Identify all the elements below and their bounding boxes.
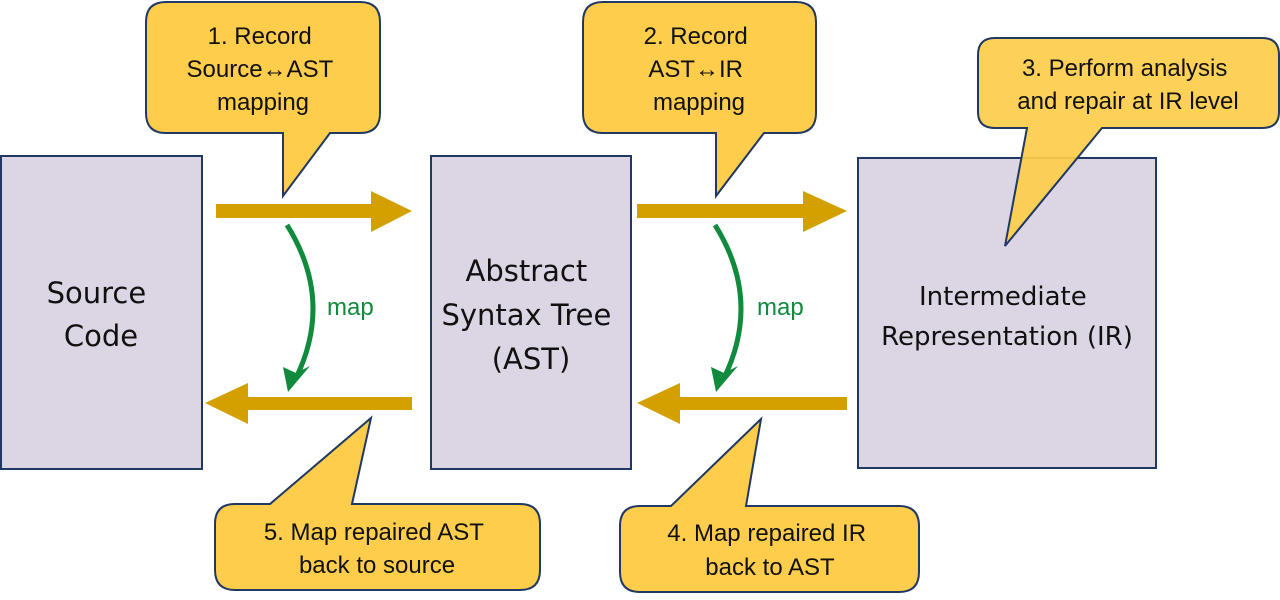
map-label: map [327, 294, 374, 321]
svg-text:2. Record AST↔IR m: 2. Record AST↔IR mapping [644, 23, 755, 116]
callout-line: and repair at IR level [1017, 88, 1238, 115]
callout-step-5: 5. Map repaired AST back to source [214, 415, 541, 591]
callout-line: 5. Map repaired AST [264, 519, 484, 546]
svg-text:3. Perform analysis and: 3. Perform analysis and repair at IR lev… [1017, 55, 1238, 115]
stage-label-line: Source [47, 276, 147, 310]
callout-line: AST↔IR [648, 56, 743, 83]
map-label: map [757, 294, 804, 321]
svg-text:Intermediate Representat: Intermediate Representation (IR) [881, 282, 1133, 352]
stage-label-line: Syntax Tree [441, 298, 611, 332]
stage-label-line: Abstract [466, 254, 588, 288]
stage-label-line: Code [64, 319, 138, 353]
callout-step-4: 4. Map repaired IR back to AST [619, 416, 920, 593]
callout-line: back to source [299, 552, 455, 579]
callout-line: Source↔AST [187, 56, 334, 83]
stage-intermediate-representation: Intermediate Representation (IR) [857, 157, 1157, 469]
forward-arrow-source-to-ast [216, 191, 412, 232]
callout-step-1: 1. Record Source↔AST mapping [145, 1, 381, 200]
svg-text:4. Map repaired IR back: 4. Map repaired IR back to AST [667, 520, 872, 581]
callout-line: mapping [217, 89, 309, 116]
map-arrow-left: map [283, 223, 374, 392]
backward-arrow-ast-to-source [205, 383, 412, 424]
callout-line: 2. Record [644, 23, 748, 50]
callout-line: 3. Perform analysis [1022, 55, 1227, 82]
callout-line: mapping [653, 89, 745, 116]
stage-source-code: Source Code [0, 155, 203, 470]
svg-text:Abstract Syntax Tree: Abstract Syntax Tree (AST) [441, 254, 620, 376]
callout-line: back to AST [705, 554, 835, 581]
callout-step-3: 3. Perform analysis and repair at IR lev… [977, 37, 1280, 247]
svg-text:1. Record Source↔AST: 1. Record Source↔AST mapping [187, 23, 340, 116]
stage-label-line: (AST) [492, 342, 571, 376]
stage-label-line: Representation (IR) [881, 322, 1133, 352]
callout-step-2: 2. Record AST↔IR mapping [582, 1, 817, 199]
map-arrow-right: map [711, 223, 804, 392]
stage-label-line: Intermediate [919, 282, 1087, 312]
forward-arrow-ast-to-ir [637, 191, 847, 232]
callout-line: 1. Record [208, 23, 312, 50]
backward-arrow-ir-to-ast [637, 383, 847, 424]
svg-text:Source Code: Source Code [47, 276, 156, 353]
svg-text:5. Map repaired AST back: 5. Map repaired AST back to source [264, 519, 490, 579]
stage-abstract-syntax-tree: Abstract Syntax Tree (AST) [430, 155, 632, 470]
callout-line: 4. Map repaired IR [667, 520, 866, 547]
